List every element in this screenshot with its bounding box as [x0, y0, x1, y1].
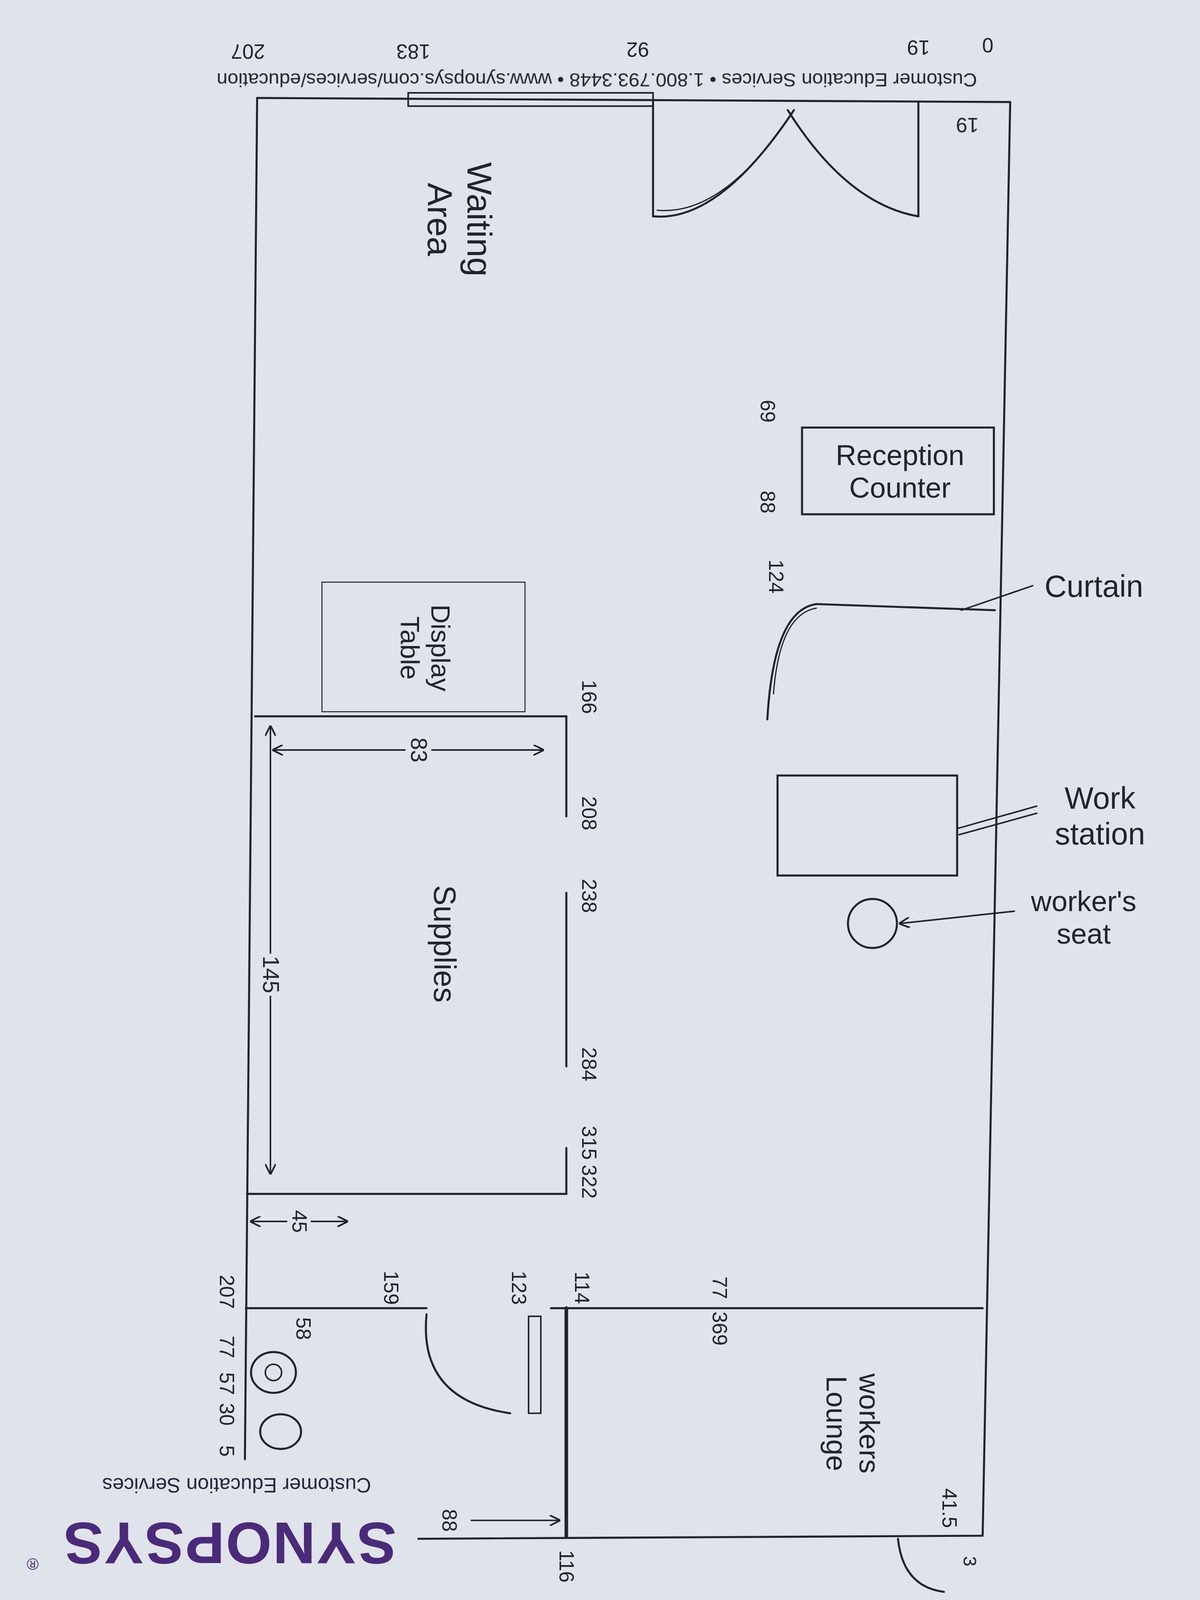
dimension-number: 123 [506, 1268, 531, 1307]
interior-wall [551, 1307, 983, 1310]
dimension-number: 207 [228, 39, 268, 63]
curtain-line [767, 603, 995, 720]
interior-wall [565, 716, 568, 817]
worker-seat [848, 898, 897, 948]
dimension-number: 41.5 [937, 1486, 961, 1530]
dimension-number: 92 [624, 37, 652, 61]
room-label: Display Table [394, 590, 456, 706]
door-leaf [528, 1316, 541, 1414]
dimension-number: 116 [554, 1548, 579, 1585]
interior-wall [565, 1148, 568, 1195]
outer-wall [982, 101, 1010, 1536]
outer-wall [257, 98, 1011, 102]
outer-wall [244, 98, 258, 1460]
window-strip [408, 92, 654, 106]
door-swing [787, 110, 919, 217]
annotation-text: SYNOPSYS [62, 1508, 397, 1577]
dimension-number: 238 [576, 876, 601, 916]
annotation-text: Work station [1044, 780, 1157, 852]
door-swing [653, 110, 795, 217]
toilet-fixture [251, 1351, 297, 1393]
dimension-arrow [269, 726, 272, 1174]
dimension-number: 166 [576, 677, 601, 716]
dimension-number: Customer Education Services • 1.800.793.… [214, 68, 979, 91]
door-leaf [651, 101, 654, 217]
dimension-number: 3 [958, 1553, 980, 1569]
dimension-number: 183 [394, 39, 433, 63]
interior-wall [564, 1308, 569, 1537]
door-swing [425, 1314, 511, 1414]
dimension-number: 0 [980, 33, 996, 57]
dimension-number: 77 [214, 1333, 239, 1361]
room-label: workers Lounge [819, 1346, 885, 1500]
leader-arrow [900, 911, 1015, 924]
dimension-number: 83 [405, 735, 432, 765]
dimension-number: 207 [214, 1272, 239, 1311]
dimension-number: 369 [707, 1309, 731, 1348]
door-leaf [917, 101, 920, 217]
toilet-fixture [265, 1364, 282, 1381]
dimension-number: 145 [257, 953, 284, 996]
interior-wall [565, 892, 568, 1067]
dimension-number: 124 [763, 557, 788, 596]
dimension-number: 114 [569, 1269, 594, 1306]
dimension-number: 19 [953, 112, 981, 137]
annotation-text: ® [26, 1553, 39, 1573]
dimension-number: 88 [437, 1507, 461, 1535]
room-box: Reception Counter [801, 426, 996, 516]
dimension-number: 88 [755, 488, 779, 516]
dimension-number: 57 [214, 1370, 239, 1398]
dimension-arrow [471, 1519, 560, 1522]
dimension-number: 284 [576, 1045, 601, 1084]
room-label: Supplies [426, 841, 462, 1046]
dimension-number: 45 [287, 1207, 311, 1235]
dimension-number: 58 [291, 1315, 315, 1343]
dimension-number: 159 [378, 1268, 403, 1307]
room-label: Reception Counter [813, 439, 987, 506]
dimension-number: 315 [576, 1123, 601, 1162]
annotation-text: Waiting Area [419, 148, 500, 291]
dimension-number: 19 [905, 35, 933, 59]
interior-wall [246, 1307, 427, 1310]
leader-line [959, 813, 1037, 835]
door-swing [898, 1538, 945, 1593]
room-box: Supplies [255, 716, 567, 1194]
annotation-text: Curtain [1044, 569, 1144, 605]
annotation-text: Customer Education Services [102, 1473, 372, 1497]
dimension-number: 208 [576, 794, 601, 833]
leader-line [961, 585, 1033, 611]
work-station-desk [777, 775, 958, 876]
curtain-line [773, 608, 817, 695]
dimension-number: 5 [214, 1443, 239, 1459]
dimension-number: 322 [576, 1162, 601, 1201]
sink-fixture [260, 1414, 302, 1449]
annotation-text: worker's seat [1017, 885, 1150, 952]
room-box: Display Table [321, 581, 526, 713]
door-swing [657, 116, 790, 211]
interior-wall [255, 715, 567, 718]
dimension-number: 77 [707, 1274, 731, 1302]
interior-wall [246, 1192, 567, 1195]
dimension-number: 30 [214, 1400, 239, 1428]
room-box: workers Lounge [566, 1308, 983, 1539]
dimension-number: 69 [755, 398, 779, 425]
